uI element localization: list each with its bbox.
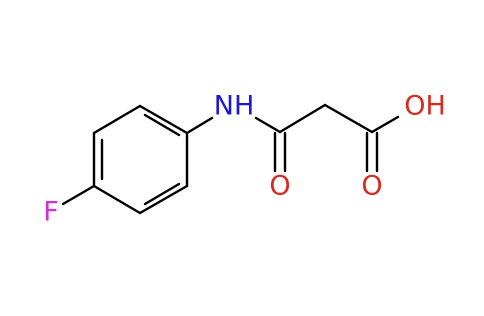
benzene-ring bbox=[92, 104, 189, 215]
ring-bond bbox=[138, 104, 189, 135]
atom-carbonyl-oxygen-acid: O bbox=[361, 171, 382, 202]
ring-inner-double-bond bbox=[143, 182, 181, 206]
n-c-bond bbox=[254, 116, 282, 134]
atom-amide-nitrogen: NH bbox=[214, 91, 255, 122]
atom-fluorine: F bbox=[43, 197, 59, 228]
ch2-c-bond bbox=[323, 103, 374, 134]
atom-hydroxyl-group: OH bbox=[404, 91, 446, 122]
ring-bond bbox=[138, 184, 189, 215]
atom-carbonyl-oxygen-amide: O bbox=[269, 171, 290, 202]
ring-bond bbox=[92, 104, 142, 135]
c-ch2-bond bbox=[278, 103, 327, 134]
ring-inner-double-bond bbox=[143, 113, 181, 137]
c-n-bond bbox=[185, 116, 214, 135]
ring-bond bbox=[92, 184, 142, 215]
c-f-bond bbox=[61, 184, 96, 206]
c-oh-bond bbox=[370, 115, 400, 134]
